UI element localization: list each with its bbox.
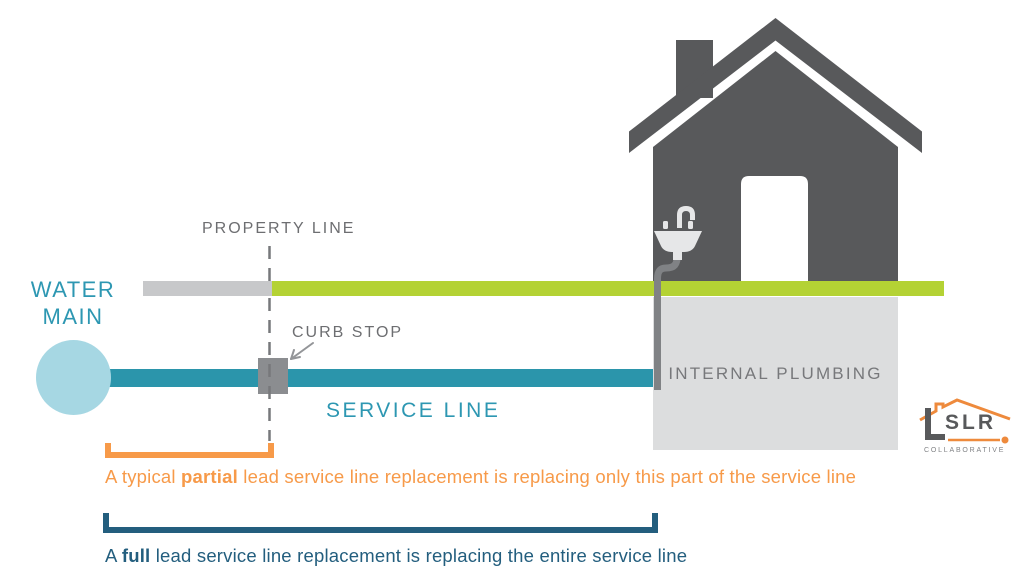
sink-handle-left	[663, 221, 668, 229]
curb-stop-label: CURB STOP	[292, 324, 404, 341]
house-icon	[629, 18, 922, 281]
partial-bracket	[105, 443, 274, 458]
internal-plumbing-label: INTERNAL PLUMBING	[668, 363, 883, 383]
sink-drain-stub	[673, 251, 682, 260]
curb-stop-arrow-icon	[290, 342, 314, 360]
sink-handle-right	[688, 221, 693, 229]
full-replacement-caption: A full lead service line replacement is …	[105, 545, 688, 566]
service-line-label: SERVICE LINE	[326, 399, 501, 422]
street-ground-strip	[143, 281, 272, 296]
house-body-shape	[653, 51, 898, 281]
water-main-label: WATER MAIN	[30, 277, 116, 329]
logo-l-bracket	[925, 408, 945, 440]
logo-name: SLR	[945, 411, 996, 434]
full-bracket	[103, 513, 658, 533]
service-line-pipe	[73, 369, 657, 387]
internal-plumbing-box: INTERNAL PLUMBING	[653, 297, 898, 450]
door-shape	[741, 176, 808, 281]
faucet-icon	[677, 206, 695, 228]
sink-basin	[654, 231, 702, 252]
property-ground-strip	[272, 281, 944, 296]
partial-replacement-caption: A typical partial lead service line repl…	[105, 466, 857, 487]
roof-shape	[629, 18, 922, 153]
chimney-shape	[676, 40, 713, 98]
logo-underline-dot	[1001, 436, 1009, 444]
sink-icon	[654, 206, 702, 260]
property-line-label: PROPERTY LINE	[202, 220, 356, 237]
water-main-shape	[36, 340, 111, 415]
logo-subtitle: COLLABORATIVE	[924, 447, 1006, 454]
